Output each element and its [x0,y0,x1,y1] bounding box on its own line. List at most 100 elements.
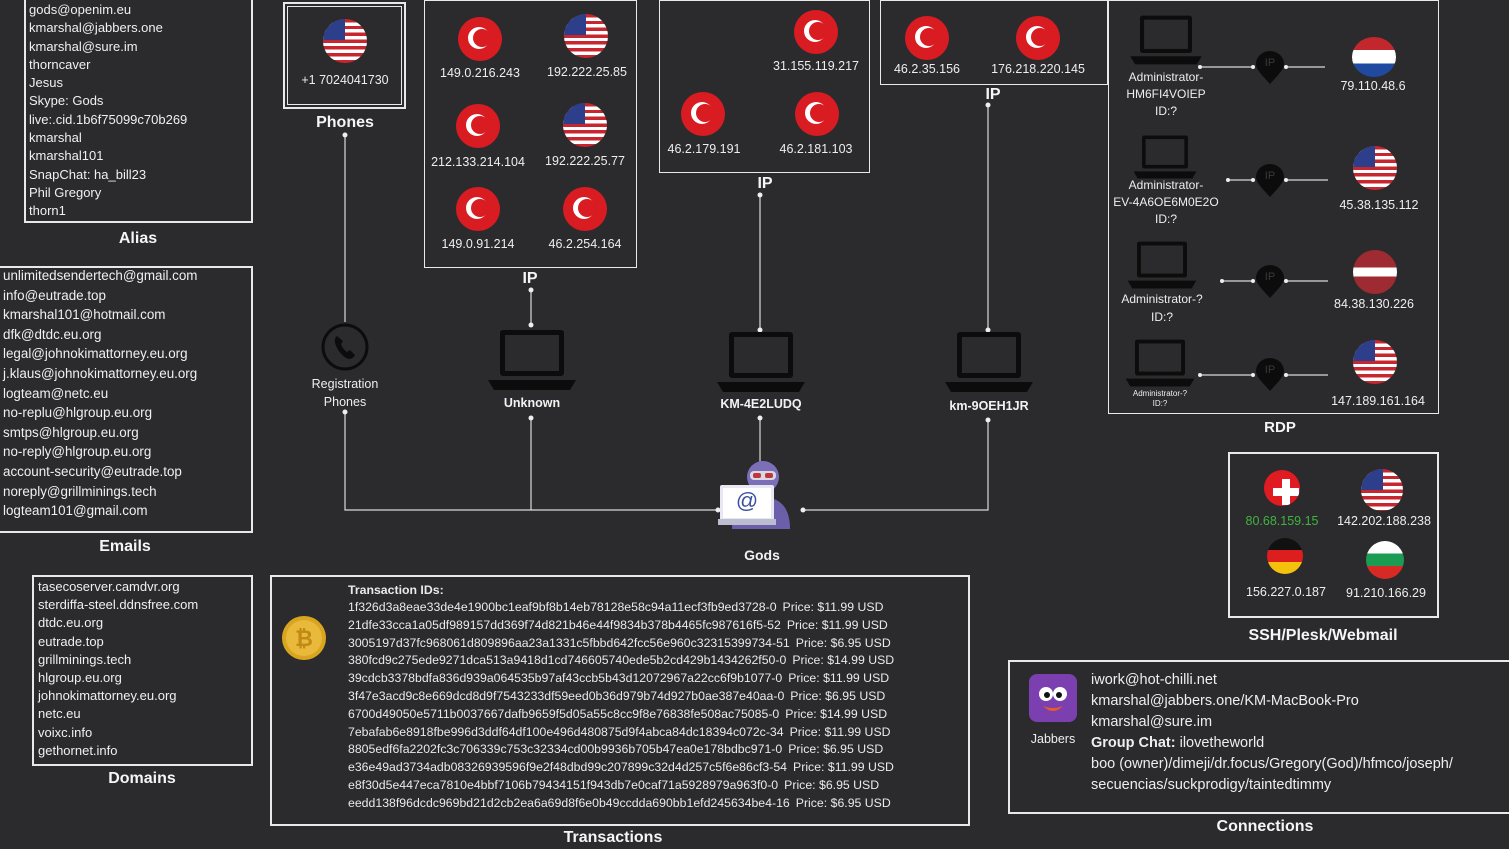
ip-address: 149.0.91.214 [441,237,515,251]
alias-item: thorncaver [29,56,91,72]
ssh-ip: 142.202.188.238 [1337,514,1431,528]
device-label: KM-4E2LUDQ [720,397,802,411]
transaction-row: 8805edf6fa2202fc3c706339c753c32334cd00b9… [348,741,894,759]
transaction-price: Price: $6.95 USD [788,742,884,757]
rdp-host-line: HM6FI4VOIEP [1126,87,1206,101]
email-item: dfk@dtdc.eu.org [3,326,102,342]
ip-pin-icon [1256,164,1284,197]
transaction-row: 6700d49050e5711b0037667dafb9659f5d05a55c… [348,706,894,724]
rdp-host-label: Administrator- EV-4A6OE6M0E2O ID:? [1108,177,1224,228]
transaction-id: e36e49ad3734adb08326939596f9e2f48dbd99c2… [348,760,788,775]
rdp-host-line: ID:? [1150,310,1173,324]
ip-address: 176.218.220.145 [991,62,1085,76]
transaction-price: Price: $6.95 USD [790,688,886,703]
de-flag-icon [1267,538,1303,574]
domain-item: sterdiffa-steel.ddnsfree.com [38,597,199,613]
alias-title: Alias [118,230,158,247]
laptop-icon [1127,241,1197,289]
email-item: noreply@grillminings.tech [3,483,157,499]
transaction-id: 1f326d3a8eae33de4e1900bc1eaf9bf8b14eb781… [348,600,777,614]
transaction-price: Price: $11.99 USD [788,671,890,686]
bg-flag-icon [1366,541,1404,579]
bitcoin-icon: ₿ [282,616,326,660]
tr-flag-icon [456,104,500,148]
alias-item: Skype: Gods [29,93,104,109]
rdp-host-line: Administrator-? [1132,389,1188,398]
ip-pin-icon [1256,358,1284,391]
ip-group-2-box [659,0,870,173]
tr-flag-icon [456,187,500,231]
us-flag-icon [564,14,608,58]
tr-flag-icon [458,17,502,61]
ip-group-1-label: IP [522,270,538,287]
alias-item: SnapChat: ha_bill23 [29,166,147,182]
nl-flag-icon [1352,37,1396,77]
ip-address: 149.0.216.243 [440,66,520,80]
transactions-box [270,575,970,826]
tr-flag-icon [795,92,839,136]
laptop-icon [1130,15,1202,65]
alias-item: kmarshal@sure.im [29,38,138,54]
transaction-row: 21dfe33cca1a05df989157dd369f74d821b46e44… [348,617,894,635]
alias-item: thorn1 [29,203,66,219]
lv-flag-icon [1353,250,1397,294]
rdp-ip: 147.189.161.164 [1331,394,1425,408]
connection-line: kmarshal@sure.im [1091,714,1213,730]
transaction-row: e8f30d5e447eca7810e4bbf7106b79434151f943… [348,777,894,795]
registration-label-line: Registration [311,377,379,391]
ip-address: 212.133.214.104 [431,155,525,169]
connections-title: Connections [1216,818,1314,835]
alias-item: gods@openim.eu [29,2,132,17]
rdp-host-line: ID:? [1154,104,1177,118]
domains-box [32,575,253,766]
domain-item: dtdc.eu.org [38,615,104,631]
laptop-icon [1133,135,1197,179]
alias-item: kmarshal [29,130,82,146]
domain-item: eutrade.top [38,633,104,649]
email-item: info@eutrade.top [3,287,106,303]
connection-line: kmarshal@jabbers.one/KM-MacBook-Pro [1091,693,1359,709]
rdp-ip: 79.110.48.6 [1340,79,1406,93]
alias-item: Phil Gregory [29,184,102,200]
phone-number: +1 7024041730 [301,73,389,87]
ip-address: 46.2.179.191 [667,142,741,156]
transaction-id: 7ebafab6e8918fbe996d3ddf64df100e496d4808… [348,724,784,739]
rdp-host-label: Administrator-? ID:? [1110,389,1210,409]
connections-box [1008,660,1509,814]
domains-list: tasecoserver.camdvr.org sterdiffa-steel.… [38,578,198,760]
email-item: legal@johnokimattorney.eu.org [3,346,188,362]
transaction-price: Price: $6.95 USD [784,777,880,792]
transaction-header: Transaction IDs: [348,583,444,597]
rdp-box [1108,0,1439,414]
rdp-host-label: Administrator-? ID:? [1106,290,1218,326]
us-flag-icon [563,103,607,147]
domain-item: tasecoserver.camdvr.org [38,579,180,594]
transaction-id: 21dfe33cca1a05df989157dd369f74d821b46e44… [348,617,781,632]
transaction-row: 39cdcb3378bdfa836d939a064535b97af43ccb5b… [348,670,894,688]
us-flag-icon [323,19,367,63]
transaction-row: 380fcd9c275ede9271dca513a9418d1cd7466057… [348,652,894,670]
email-item: j.klaus@johnokimattorney.eu.org [3,365,198,381]
registration-label-line: Phones [323,395,367,409]
transaction-price: Price: $14.99 USD [785,706,888,721]
us-flag-icon [1353,146,1397,190]
ssh-title: SSH/Plesk/Webmail [1248,627,1398,644]
email-item: account-security@eutrade.top [3,463,182,479]
ip-pin-text: IP [1264,364,1276,376]
ch-flag-icon [1264,470,1300,506]
rdp-host-line: Administrator- [1128,70,1204,84]
emails-box [0,266,253,533]
rdp-host-line: Administrator- [1128,178,1204,192]
email-item: kmarshal101@hotmail.com [3,307,166,323]
ip-pin-text: IP [1264,57,1276,69]
transaction-price: Price: $11.99 USD [789,724,891,739]
phones-title: Phones [316,114,374,131]
email-item: logteam@netc.eu [3,385,109,401]
rdp-ip: 45.38.135.112 [1339,198,1419,212]
connections-list: iwork@hot-chilli.net kmarshal@jabbers.on… [1091,670,1503,796]
phones-inner-box [287,6,402,105]
laptop-icon [717,332,805,392]
ssh-box [1228,452,1439,618]
transaction-price: Price: $11.99 USD [782,600,884,614]
